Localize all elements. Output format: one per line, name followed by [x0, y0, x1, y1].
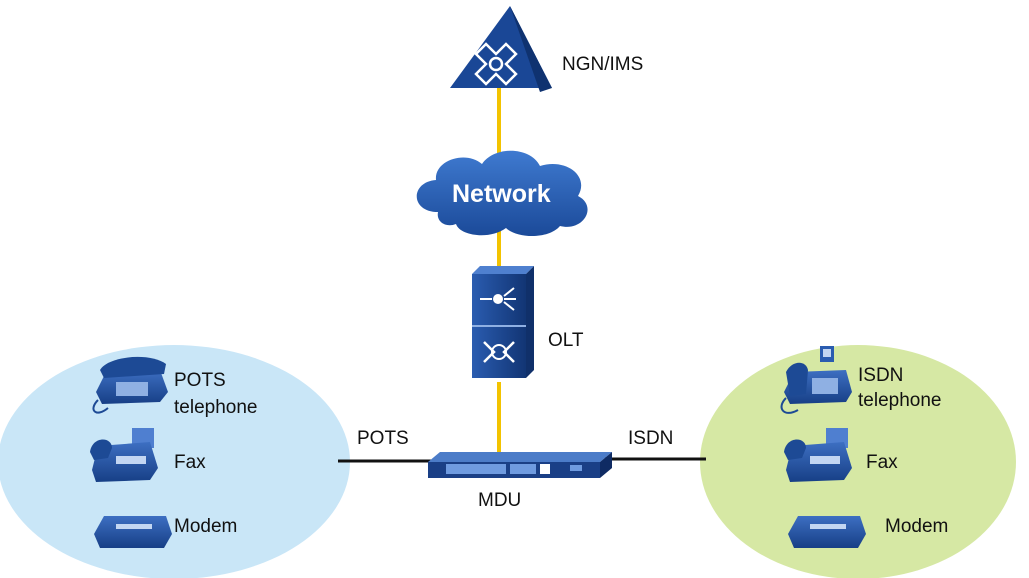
left-zone	[0, 345, 350, 578]
network-cloud-icon	[416, 150, 588, 236]
pots-telephone-label-line1: POTS	[174, 370, 226, 391]
pots-link-label: POTS	[357, 428, 409, 449]
fax-label: Fax	[866, 452, 898, 473]
mdu-icon	[428, 452, 612, 478]
network-label: Network	[452, 180, 551, 208]
olt-icon	[472, 266, 534, 378]
isdn-link-label: ISDN	[628, 428, 674, 449]
ngn-ims-icon	[450, 6, 552, 92]
ngn-ims-label: NGN/IMS	[562, 54, 644, 75]
mdu-label: MDU	[478, 490, 522, 511]
right-zone	[700, 345, 1016, 578]
modem-label: Modem	[885, 516, 949, 537]
modem-icon	[788, 516, 866, 548]
fax-icon	[784, 428, 852, 482]
isdn-telephone-label-line2: telephone	[858, 390, 942, 411]
olt-label: OLT	[548, 330, 584, 351]
modem-label: Modem	[174, 516, 238, 537]
fax-icon	[90, 428, 158, 482]
isdn-telephone-label-line1: ISDN	[858, 365, 904, 386]
modem-icon	[94, 516, 172, 548]
fax-label: Fax	[174, 452, 206, 473]
pots-telephone-label-line2: telephone	[174, 397, 258, 418]
isdn-telephone-icon	[780, 346, 852, 414]
pots-telephone-icon	[92, 356, 168, 414]
